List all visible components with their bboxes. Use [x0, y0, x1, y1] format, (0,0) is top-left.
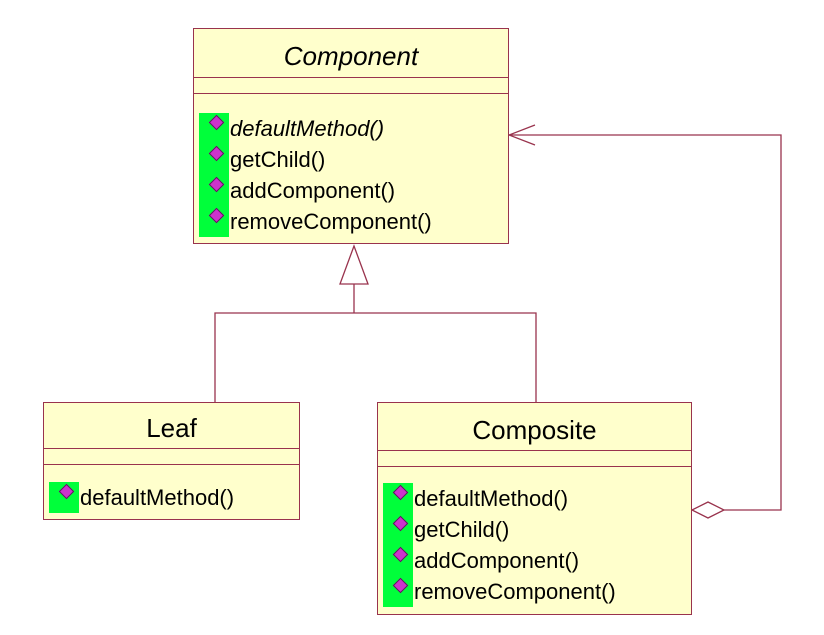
operation-label: getChild() — [414, 517, 510, 542]
operation-item[interactable]: addComponent() — [383, 545, 616, 576]
class-name-composite: Composite — [472, 415, 597, 445]
aggregation-diamond-icon — [690, 501, 726, 519]
class-name-leaf: Leaf — [146, 413, 197, 443]
operation-item[interactable]: addComponent() — [199, 175, 432, 206]
public-operation-icon — [383, 576, 413, 607]
public-operation-icon — [49, 482, 79, 513]
operation-list: defaultMethod() — [49, 482, 234, 513]
operation-label: addComponent() — [414, 548, 580, 573]
operation-item[interactable]: removeComponent() — [383, 576, 616, 607]
operation-item[interactable]: getChild() — [383, 514, 616, 545]
public-operation-icon — [199, 113, 229, 144]
public-operation-icon — [199, 206, 229, 237]
class-separator — [378, 450, 691, 451]
operation-label: defaultMethod() — [80, 485, 235, 510]
composite-class[interactable]: Composite defaultMethod() getChild() add… — [377, 402, 692, 615]
public-operation-icon — [199, 144, 229, 175]
operation-list: defaultMethod() getChild() addComponent(… — [383, 483, 616, 607]
operation-item[interactable]: getChild() — [199, 144, 432, 175]
public-operation-icon — [383, 545, 413, 576]
component-class[interactable]: Component defaultMethod() getChild() add… — [193, 28, 509, 244]
class-name-component: Component — [283, 41, 419, 71]
operation-label: getChild() — [230, 147, 326, 172]
association-arrowhead-icon — [507, 124, 536, 146]
class-separator — [378, 466, 691, 467]
operation-item[interactable]: defaultMethod() — [383, 483, 616, 514]
class-separator — [194, 77, 508, 78]
operation-label: addComponent() — [230, 178, 396, 203]
operation-label: defaultMethod() — [414, 486, 569, 511]
public-operation-icon — [383, 514, 413, 545]
operation-item[interactable]: defaultMethod() — [49, 482, 234, 513]
class-separator — [194, 93, 508, 94]
operation-label: removeComponent() — [414, 579, 616, 604]
operation-label: removeComponent() — [230, 209, 432, 234]
operation-list: defaultMethod() getChild() addComponent(… — [199, 113, 432, 237]
generalization-line-composite — [354, 312, 537, 402]
operation-item[interactable]: removeComponent() — [199, 206, 432, 237]
leaf-class[interactable]: Leaf defaultMethod() — [43, 402, 300, 520]
public-operation-icon — [383, 483, 413, 514]
generalization-line-leaf — [214, 312, 354, 402]
inheritance-arrow-icon — [339, 244, 369, 285]
public-operation-icon — [199, 175, 229, 206]
class-separator — [44, 448, 299, 449]
operation-label: defaultMethod() — [230, 116, 385, 141]
aggregation-line — [509, 134, 782, 511]
class-separator — [44, 464, 299, 465]
operation-item[interactable]: defaultMethod() — [199, 113, 432, 144]
